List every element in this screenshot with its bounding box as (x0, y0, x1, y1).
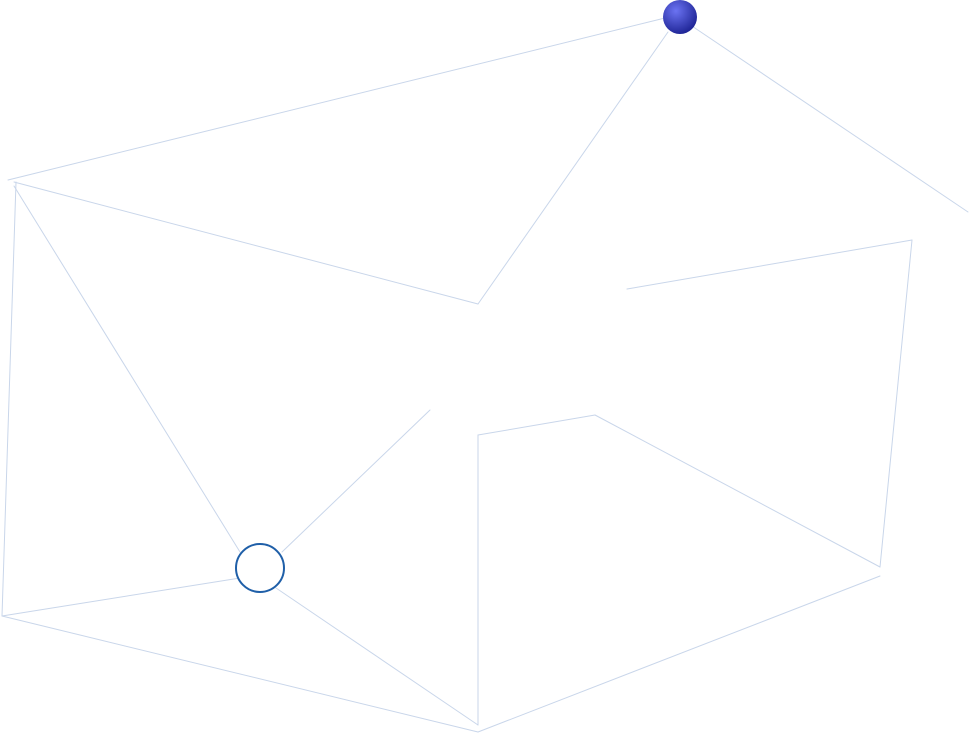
edge-7 (1, 577, 241, 617)
edge-13 (594, 414, 881, 568)
edge-layer (1, 17, 969, 733)
edge-4 (13, 181, 479, 305)
node-layer (235, 0, 697, 593)
edge-16 (477, 575, 881, 733)
edge-6 (13, 185, 241, 553)
edge-8 (1, 615, 479, 733)
edge-15 (626, 239, 913, 290)
edge-2 (679, 17, 969, 213)
filled-node[interactable] (663, 0, 697, 34)
edge-14 (879, 239, 913, 568)
edge-1 (7, 17, 666, 181)
edge-10 (281, 409, 431, 553)
edge-9 (275, 587, 479, 726)
edge-3 (477, 31, 669, 305)
edge-5 (1, 181, 17, 617)
hollow-node[interactable] (235, 543, 285, 593)
edge-12 (477, 414, 596, 436)
